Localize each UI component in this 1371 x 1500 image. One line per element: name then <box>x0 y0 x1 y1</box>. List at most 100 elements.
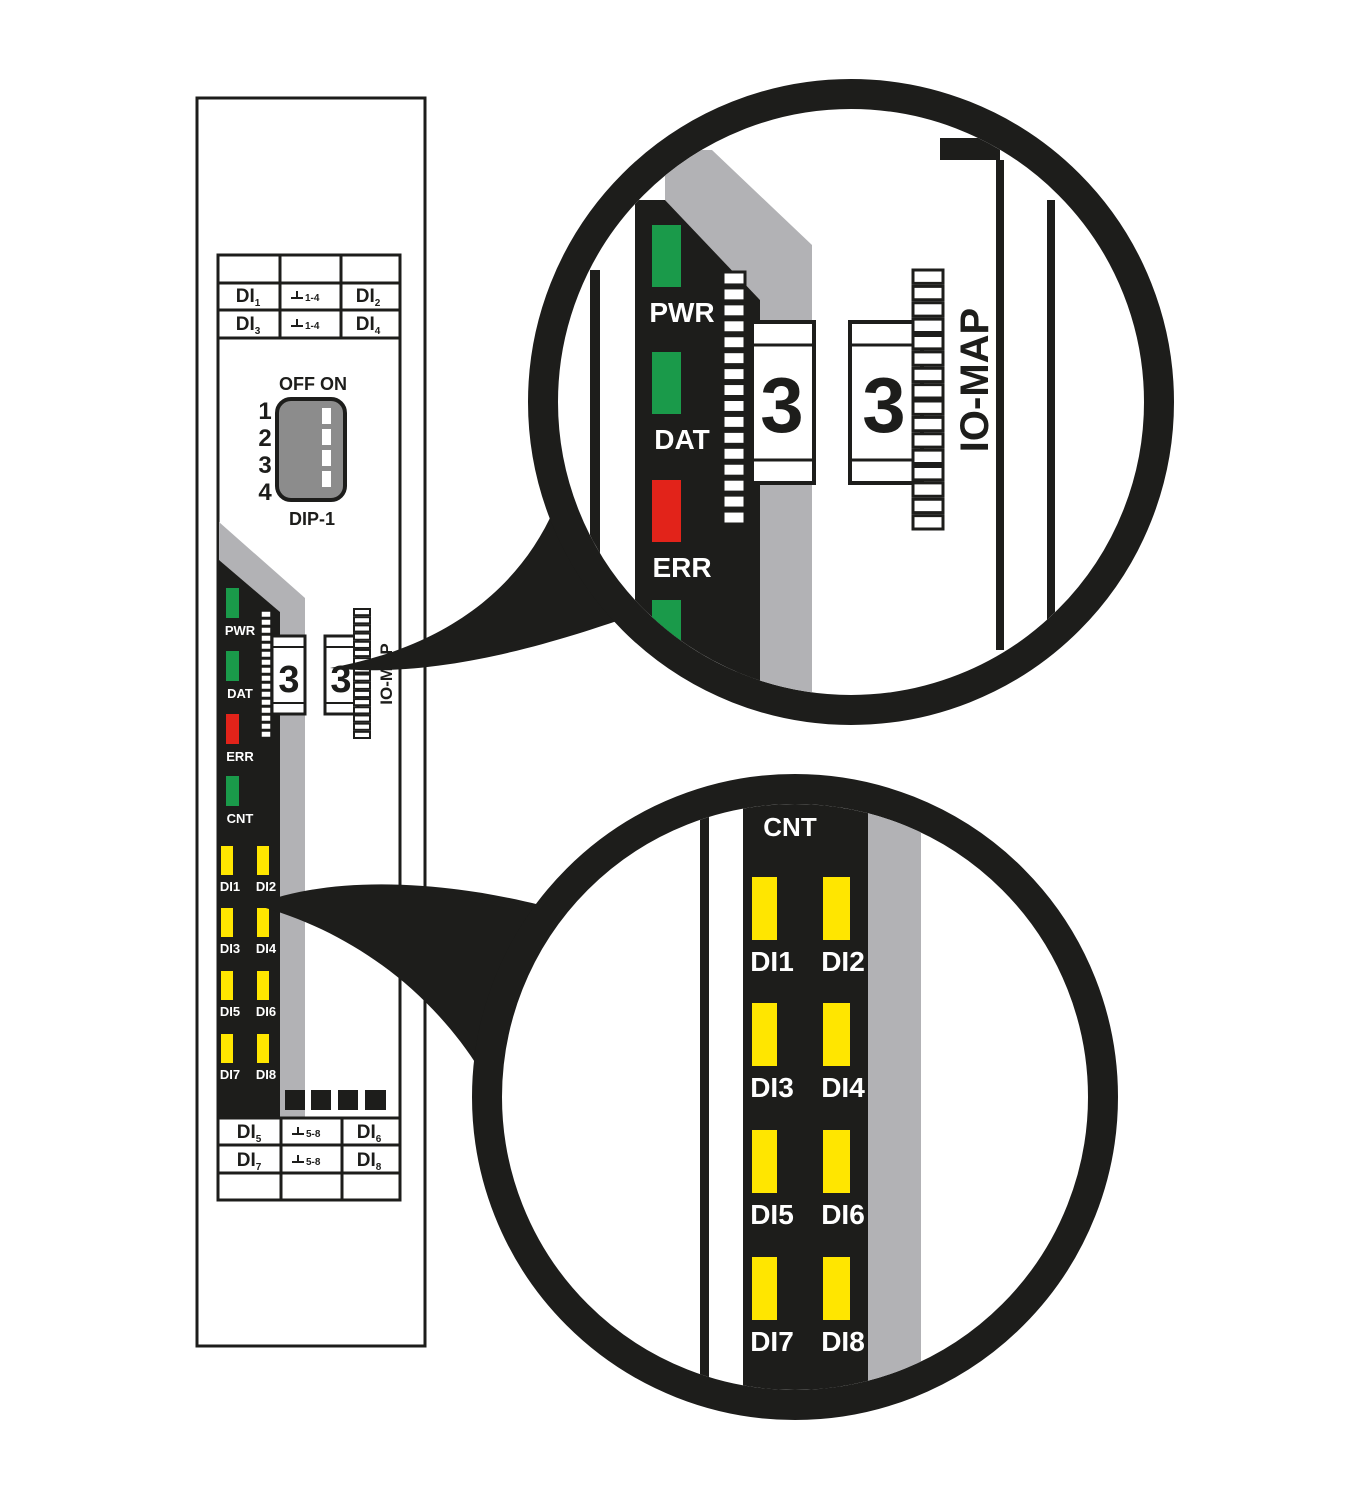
scale-tick <box>721 413 747 430</box>
scale-tick <box>260 650 272 659</box>
scale-tick <box>260 642 272 651</box>
led-di3 <box>221 908 233 937</box>
scale-tick <box>353 722 371 731</box>
scale-tick <box>721 509 747 526</box>
scale-tick <box>260 626 272 635</box>
rotary-switch-2[interactable]: 3 <box>323 634 360 716</box>
dip-label: DIP-1 <box>289 509 335 529</box>
terminal-label: DI7 <box>237 1150 262 1173</box>
led-di6-zoomed <box>823 1130 850 1193</box>
terminal-range: 5-8 <box>306 1157 321 1168</box>
terminal-label: DI4 <box>356 314 381 337</box>
dip-switch[interactable] <box>275 397 347 502</box>
scale-tick <box>260 730 272 739</box>
scale-tick <box>911 465 945 482</box>
scale-tick <box>911 383 945 400</box>
scale-tick <box>721 318 747 335</box>
led-dat <box>226 651 239 681</box>
ground-icon <box>292 1127 304 1135</box>
scale-tick <box>260 682 272 691</box>
rotary-switch-2-scale-zoomed <box>911 268 945 531</box>
scale-tick <box>911 284 945 302</box>
led-label-zoomed: DI5 <box>750 1199 794 1230</box>
scale-tick <box>353 681 371 690</box>
terminal-label: DI1 <box>236 286 261 309</box>
led-label: PWR <box>225 623 256 638</box>
rotary-switch-1-zoomed: 3 <box>750 320 816 485</box>
terminal-name: DI <box>356 286 375 307</box>
callout-pointer-2 <box>255 884 540 1070</box>
scale-tick <box>260 658 272 667</box>
terminal-range: 1-4 <box>305 293 320 304</box>
led-label: DI3 <box>220 941 240 956</box>
terminal-name: DI <box>356 314 375 335</box>
scale-tick <box>353 673 371 682</box>
scale-tick <box>911 432 945 449</box>
cnt-label-zoomed: CNT <box>763 812 817 842</box>
scale-tick <box>260 698 272 707</box>
led-di8 <box>257 1034 269 1063</box>
scale-tick <box>353 648 371 658</box>
led-di7 <box>221 1034 233 1063</box>
led-di5-zoomed <box>752 1130 777 1193</box>
ground-icon <box>291 319 303 327</box>
led-cnt <box>226 776 239 806</box>
scale-tick <box>721 398 747 414</box>
ground-icon <box>291 291 303 299</box>
led-di1-zoomed <box>752 877 777 940</box>
scale-tick <box>911 366 945 384</box>
scale-tick <box>353 632 371 641</box>
scale-tick <box>260 610 272 619</box>
scale-tick <box>721 429 747 446</box>
rotary-switch-1[interactable]: 3 <box>270 634 307 716</box>
terminal-name: DI <box>237 1122 256 1143</box>
connector-pins <box>285 1090 386 1110</box>
led-dat-zoomed <box>652 352 681 414</box>
led-label: DI6 <box>256 1004 276 1019</box>
scale-tick <box>260 666 272 675</box>
scale-tick <box>911 415 945 433</box>
scale-tick <box>721 493 747 510</box>
led-label: DI1 <box>220 879 240 894</box>
scale-tick <box>721 461 747 478</box>
led-label-zoomed: DI4 <box>821 1072 865 1103</box>
terminal-label: DI3 <box>236 314 261 337</box>
terminal-table-top <box>218 255 400 340</box>
scale-tick <box>721 270 747 287</box>
led-di4-zoomed <box>823 1003 850 1066</box>
terminal-table-bottom <box>218 1116 400 1200</box>
led-label: DAT <box>227 686 253 701</box>
scale-tick <box>353 714 371 723</box>
led-label-zoomed: DI3 <box>750 1072 794 1103</box>
led-pwr <box>226 588 239 618</box>
scale-tick <box>260 674 272 683</box>
led-di6 <box>257 971 269 1000</box>
led-label-zoomed: DI7 <box>750 1326 794 1357</box>
scale-tick <box>260 722 272 731</box>
scale-tick <box>721 334 747 351</box>
scale-tick <box>911 448 945 465</box>
scale-tick <box>721 302 747 319</box>
scale-tick <box>721 477 747 494</box>
rotary-switch-1-scale-zoomed <box>721 270 747 526</box>
led-di5 <box>221 971 233 1000</box>
led-err <box>226 714 239 744</box>
scale-tick <box>721 382 747 398</box>
scale-tick <box>911 301 945 318</box>
led-di7-zoomed <box>752 1257 777 1320</box>
dip-number-4: 4 <box>258 479 272 506</box>
led-di2 <box>257 846 269 875</box>
scale-tick <box>721 286 747 303</box>
rotary-switch-1-value-zoomed: 3 <box>760 361 803 449</box>
scale-tick <box>260 714 272 723</box>
scale-tick <box>353 730 371 739</box>
scale-tick <box>721 350 747 367</box>
led-pwr-zoomed <box>652 225 681 287</box>
scale-tick <box>260 690 272 699</box>
scale-tick <box>353 616 371 625</box>
scale-tick <box>353 624 371 633</box>
led-di1 <box>221 846 233 875</box>
rotary-switch-2-value-zoomed: 3 <box>862 361 905 449</box>
